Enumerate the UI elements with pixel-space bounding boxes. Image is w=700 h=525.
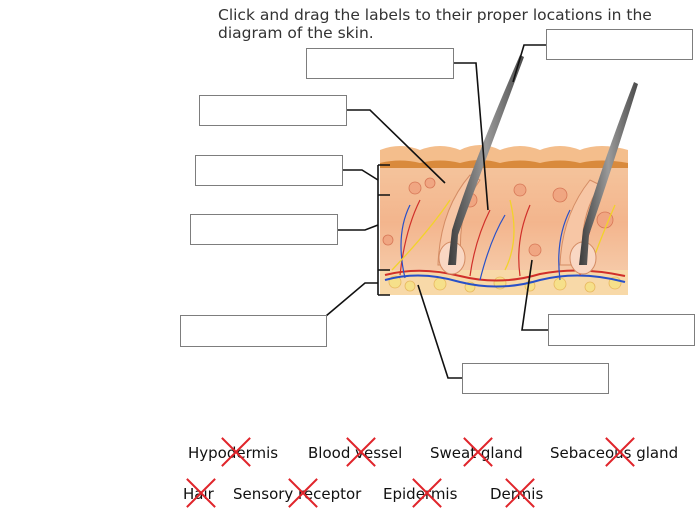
- skin-cross-section: [380, 55, 638, 295]
- drop-target-4[interactable]: [195, 155, 343, 186]
- drop-target-2[interactable]: [546, 29, 693, 60]
- drop-target-8[interactable]: [462, 363, 609, 394]
- cross-mark-icon: [602, 435, 636, 469]
- cross-mark-icon: [502, 476, 536, 510]
- drop-target-3[interactable]: [199, 95, 347, 126]
- word-label[interactable]: Sensory receptor: [233, 485, 361, 503]
- cross-mark-icon: [183, 476, 217, 510]
- word-label[interactable]: Hair: [183, 485, 214, 503]
- drop-target-5[interactable]: [190, 214, 338, 245]
- hair-follicle: [437, 55, 638, 275]
- word-label[interactable]: Epidermis: [383, 485, 457, 503]
- cross-mark-icon: [460, 435, 494, 469]
- cross-mark-icon: [343, 435, 377, 469]
- drop-target-7[interactable]: [548, 314, 695, 346]
- instructions-text: Click and drag the labels to their prope…: [218, 6, 652, 42]
- word-label[interactable]: Sweat gland: [430, 444, 523, 462]
- cross-mark-icon: [409, 476, 443, 510]
- cross-mark-icon: [285, 476, 319, 510]
- leader-lines: [325, 44, 548, 379]
- word-label[interactable]: Hypodermis: [188, 444, 278, 462]
- word-label[interactable]: Blood vessel: [308, 444, 402, 462]
- word-label[interactable]: Dermis: [490, 485, 543, 503]
- drop-target-6[interactable]: [180, 315, 327, 347]
- word-label[interactable]: Sebaceous gland: [550, 444, 678, 462]
- cross-mark-icon: [218, 435, 252, 469]
- drop-target-1[interactable]: [306, 48, 454, 79]
